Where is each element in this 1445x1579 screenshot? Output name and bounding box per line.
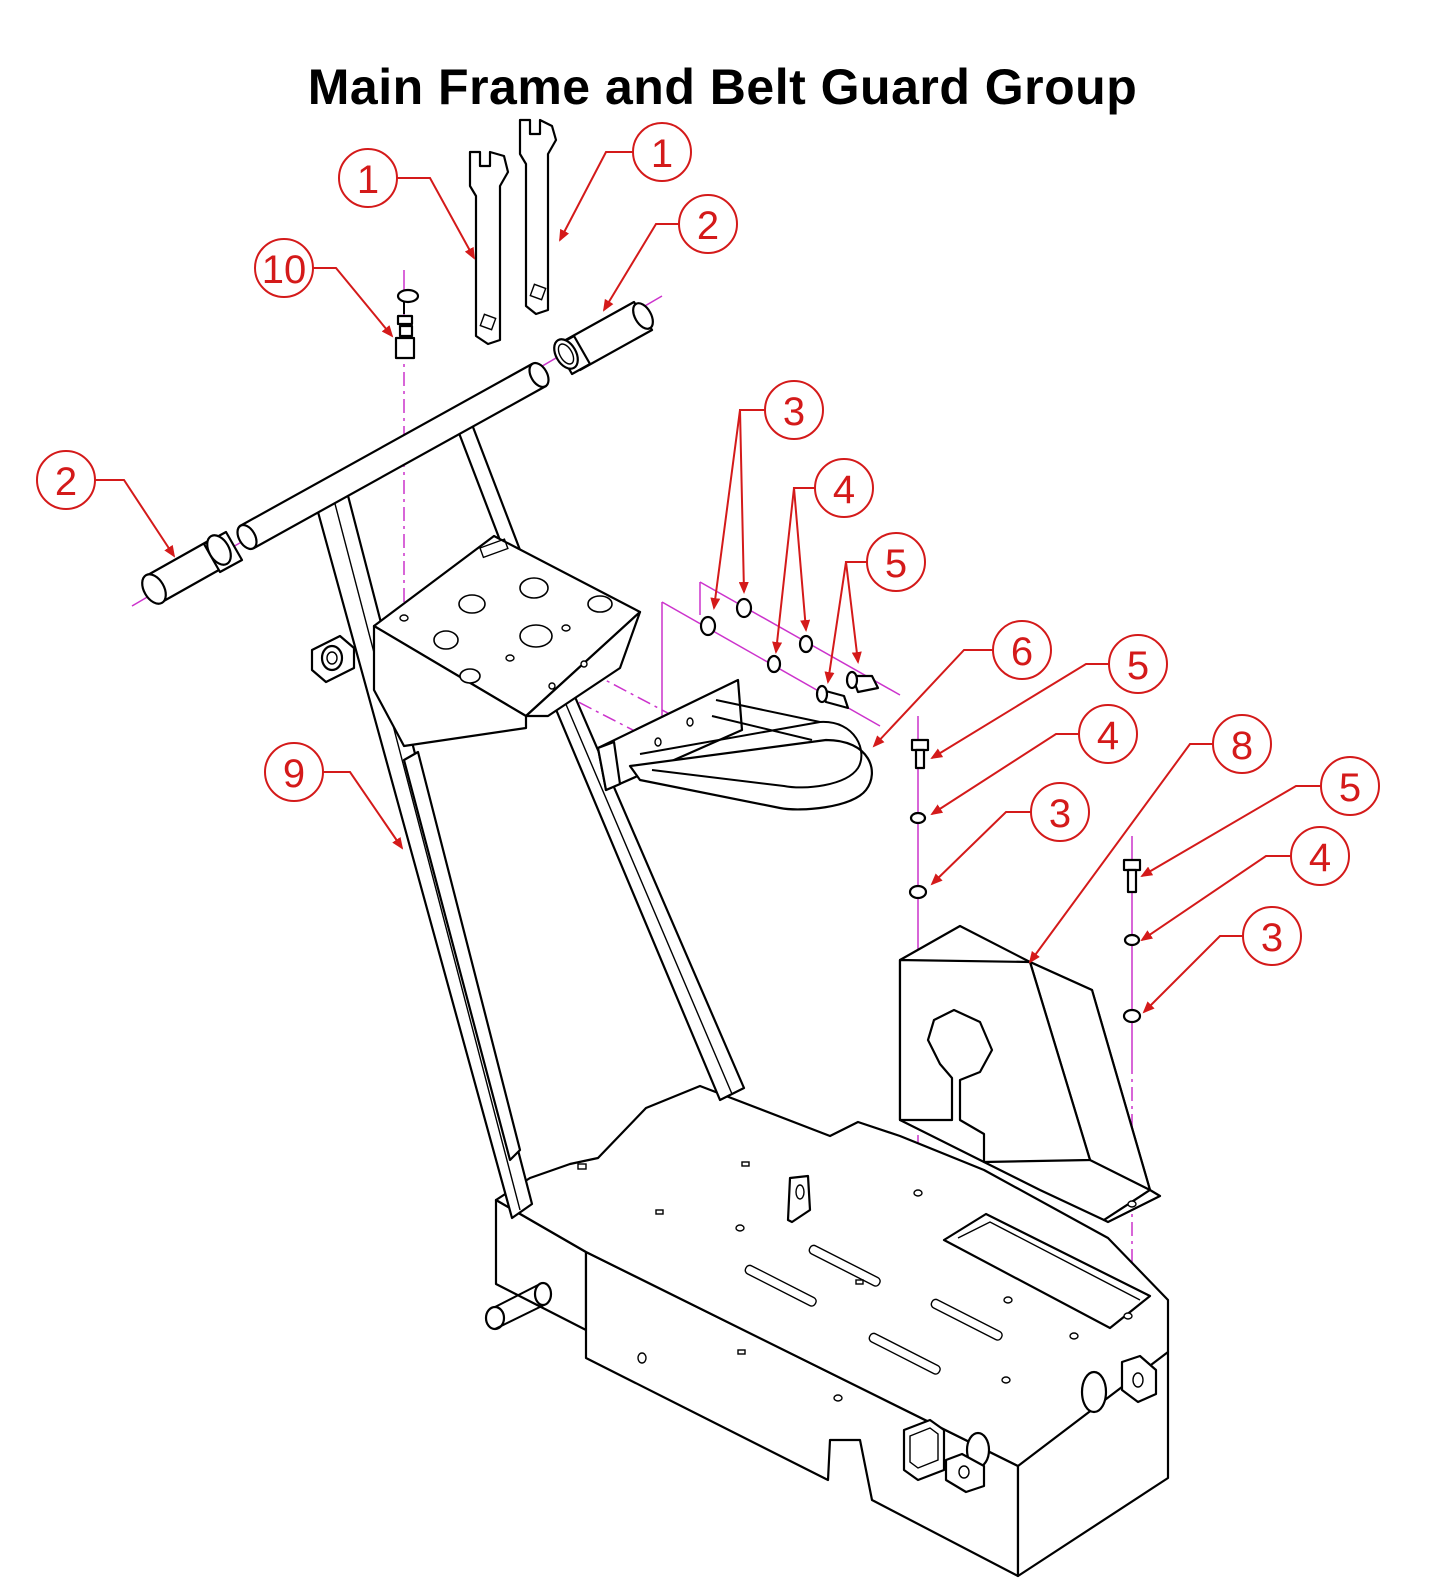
svg-text:3: 3 bbox=[1261, 916, 1283, 960]
svg-text:6: 6 bbox=[1011, 630, 1033, 674]
callout-2b: 2 bbox=[36, 450, 96, 510]
svg-text:9: 9 bbox=[283, 752, 305, 796]
callout-1b: 1 bbox=[632, 122, 692, 182]
callout-9: 9 bbox=[264, 742, 324, 802]
svg-text:5: 5 bbox=[1339, 766, 1361, 810]
svg-text:2: 2 bbox=[697, 204, 719, 248]
svg-text:1: 1 bbox=[357, 158, 379, 202]
svg-text:5: 5 bbox=[1127, 644, 1149, 688]
svg-text:8: 8 bbox=[1231, 724, 1253, 768]
callout-8: 8 bbox=[1212, 714, 1272, 774]
callout-10: 10 bbox=[254, 238, 314, 298]
svg-text:5: 5 bbox=[885, 542, 907, 586]
callout-5b: 5 bbox=[1108, 634, 1168, 694]
callout-leaders bbox=[94, 151, 1322, 1014]
callout-4a: 4 bbox=[814, 458, 874, 518]
base-deck bbox=[484, 1084, 1170, 1578]
svg-text:4: 4 bbox=[833, 468, 855, 512]
callout-6: 6 bbox=[992, 620, 1052, 680]
svg-text:3: 3 bbox=[1049, 792, 1071, 836]
svg-text:4: 4 bbox=[1309, 836, 1331, 880]
hardware-upper bbox=[699, 597, 880, 710]
callout-4c: 4 bbox=[1290, 826, 1350, 886]
callout-3a: 3 bbox=[764, 380, 824, 440]
svg-text:4: 4 bbox=[1097, 714, 1119, 758]
svg-text:2: 2 bbox=[55, 460, 77, 504]
svg-text:3: 3 bbox=[783, 390, 805, 434]
callout-1a: 1 bbox=[338, 148, 398, 208]
svg-text:10: 10 bbox=[262, 248, 307, 292]
deck-slots bbox=[744, 1244, 1003, 1375]
callout-4b: 4 bbox=[1078, 704, 1138, 764]
callout-3c: 3 bbox=[1242, 906, 1302, 966]
knob-assembly bbox=[394, 288, 420, 360]
page-title: Main Frame and Belt Guard Group bbox=[307, 59, 1138, 115]
hardware-lower bbox=[908, 738, 1142, 1024]
control-plate-holes bbox=[399, 538, 613, 690]
handle-grips bbox=[141, 300, 654, 605]
wrenches bbox=[468, 118, 558, 346]
callout-2a: 2 bbox=[678, 194, 738, 254]
belt-guard bbox=[898, 924, 1162, 1224]
loop-handle bbox=[596, 678, 873, 811]
svg-text:1: 1 bbox=[651, 132, 673, 176]
callout-5a: 5 bbox=[866, 532, 926, 592]
main-frame bbox=[236, 361, 746, 1220]
callout-3b: 3 bbox=[1030, 782, 1090, 842]
callout-5c: 5 bbox=[1320, 756, 1380, 816]
